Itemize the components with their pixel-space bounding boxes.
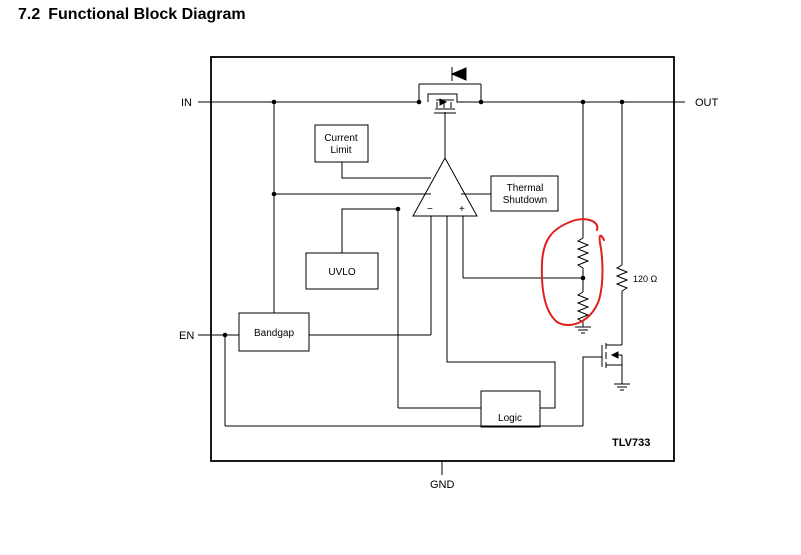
- discharge-resistor-label: 120 Ω: [633, 274, 658, 284]
- pin-in-label: IN: [181, 97, 192, 109]
- thermal-label-2: Shutdown: [503, 195, 547, 206]
- logic-label: Logic: [498, 413, 522, 424]
- opamp-plus: +: [459, 204, 465, 215]
- current-limit-label-2: Limit: [330, 145, 351, 156]
- uvlo-label: UVLO: [328, 267, 355, 278]
- section-number: 7.2: [18, 6, 41, 23]
- thermal-label-1: Thermal: [507, 183, 544, 194]
- pin-gnd-label: GND: [430, 479, 455, 491]
- body-diode: [450, 67, 467, 81]
- bandgap-label: Bandgap: [254, 328, 294, 339]
- error-amplifier: [412, 156, 478, 217]
- opamp-minus: −: [427, 204, 433, 215]
- section-heading: 7.2 Functional Block Diagram: [18, 6, 246, 24]
- red-annotation-circle: [540, 218, 605, 327]
- feedback-resistor-top: [576, 237, 590, 292]
- pin-en-label: EN: [179, 330, 194, 342]
- part-number: TLV733: [612, 437, 650, 449]
- logic-block: [480, 390, 541, 428]
- discharge-resistor: [615, 264, 629, 292]
- pin-out-label: OUT: [695, 97, 719, 109]
- device-outline: [210, 56, 675, 462]
- current-limit-label-1: Current: [324, 133, 358, 144]
- bandgap-block: [238, 312, 310, 352]
- feedback-resistor-bottom: [576, 291, 590, 327]
- section-title: Functional Block Diagram: [48, 6, 246, 23]
